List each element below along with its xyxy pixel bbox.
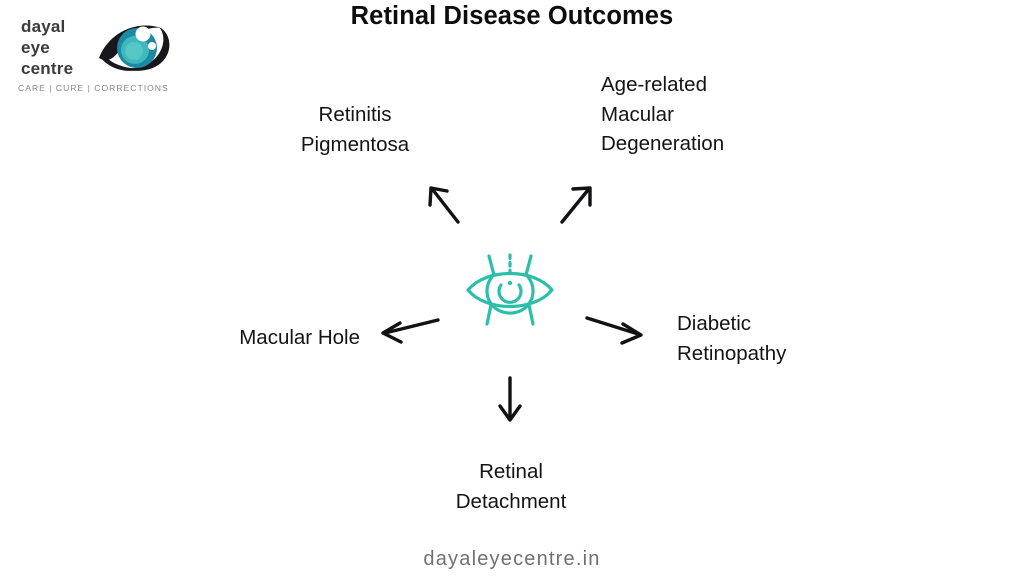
arrow-down — [498, 376, 522, 422]
footer-website-url: dayaleyecentre.in — [423, 548, 601, 570]
eye-logo-icon — [93, 16, 175, 80]
arrow-right — [585, 316, 643, 345]
node-label-diabetic-retinopathy: Diabetic Retinopathy — [677, 312, 787, 365]
arrow-up-right — [560, 186, 592, 224]
node-label-retinitis-pigmentosa: Retinitis Pigmentosa — [300, 103, 410, 156]
logo-tagline: CARE | CURE | CORRECTIONS — [18, 83, 169, 93]
brand-logo: dayal eye centre CARE | CURE | CORRECTIO… — [17, 10, 197, 102]
eye-scan-icon — [466, 253, 554, 326]
node-label-retinal-detachment: Retinal Detachment — [455, 460, 567, 513]
page-title: Retinal Disease Outcomes — [350, 2, 674, 30]
arrow-left — [381, 318, 440, 344]
arrow-up-left — [428, 186, 460, 224]
node-label-age-related-macular-degeneration: Age-related Macular Degeneration — [601, 73, 725, 155]
logo-wordmark: dayal eye centre — [21, 17, 74, 78]
node-label-macular-hole: Macular Hole — [239, 326, 360, 349]
